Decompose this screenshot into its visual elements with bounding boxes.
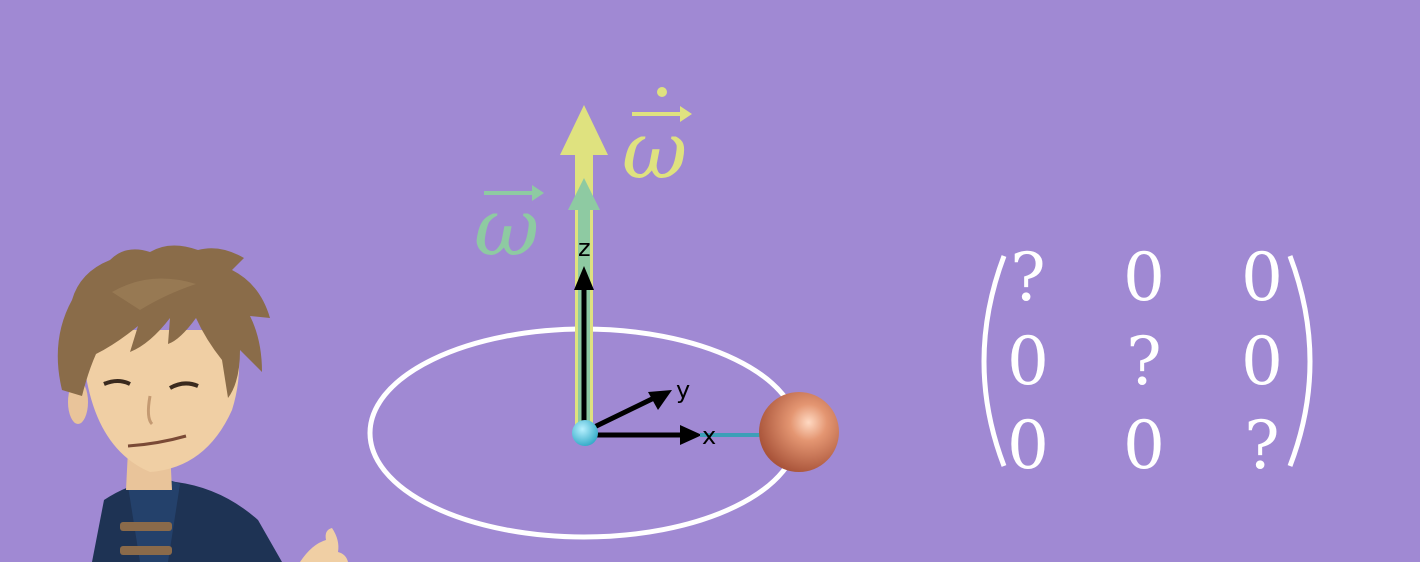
axis-label-y: y xyxy=(676,376,690,404)
matrix-cell-r1c1: ? xyxy=(1126,323,1161,400)
omega-dot-dot xyxy=(657,87,667,97)
y-axis xyxy=(582,390,672,435)
omega-symbol: ω xyxy=(474,181,539,274)
axis-label-x: x xyxy=(702,422,716,450)
pivot-ball-icon xyxy=(572,420,598,446)
matrix-cell-r2c0: 0 xyxy=(1007,407,1049,484)
omega-label: ω xyxy=(474,181,544,274)
matrix-cell-r0c2: 0 xyxy=(1241,239,1283,316)
omega-dot-symbol: ω xyxy=(622,104,687,197)
presenter-character-icon xyxy=(57,245,348,562)
matrix-right-paren xyxy=(1287,255,1313,467)
matrix-cell-r0c0: ? xyxy=(1010,239,1045,316)
matrix-left-paren xyxy=(981,255,1007,467)
copper-sphere-icon xyxy=(759,392,839,472)
matrix-cell-r2c1: 0 xyxy=(1123,407,1165,484)
z-axis xyxy=(574,266,594,432)
matrix-cell-r1c0: 0 xyxy=(1007,323,1049,400)
inertia-matrix: ? 0 0 0 ? 0 0 0 ? xyxy=(981,239,1313,484)
x-axis xyxy=(584,425,702,445)
matrix-cell-r2c2: ? xyxy=(1244,407,1279,484)
axis-label-z: z xyxy=(578,234,591,262)
omega-dot-label: ω xyxy=(622,87,692,197)
matrix-cell-r1c2: 0 xyxy=(1241,323,1283,400)
matrix-cell-r0c1: 0 xyxy=(1123,239,1165,316)
